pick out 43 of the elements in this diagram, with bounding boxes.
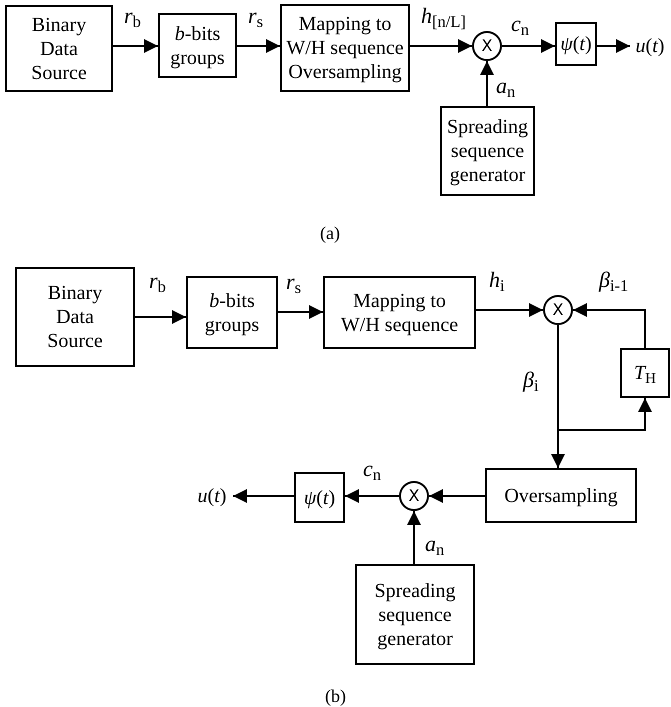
block-text: Mapping to W/H sequence [340,288,460,336]
block-text: Spreading sequence generator [373,578,457,650]
arrow [345,489,399,503]
block-text: T$_{H}$ [634,361,656,385]
arrow [502,39,555,53]
arrow [597,39,630,53]
block-text: ψ(t) [560,32,592,56]
block-text: ψ(t) [304,486,336,510]
arrow [278,305,323,319]
signal-label: u(t) [630,35,670,57]
block-box [323,276,476,349]
block-text: Spreading sequence generator [446,115,530,187]
block-box [620,348,670,398]
block-box [440,106,535,196]
arrow [407,511,421,564]
arrow [113,39,158,53]
block-text: Oversampling [504,484,618,508]
block-box [15,267,135,367]
block-text: b-bits groups [204,288,260,336]
block-box [485,468,637,523]
block-box [294,472,345,523]
block-box [280,4,410,92]
signal-label: u(t) [191,485,233,507]
block-box [5,5,113,92]
block-box [355,564,475,665]
arrow [237,39,280,53]
arrow [480,61,494,106]
arrow [557,325,652,431]
block-text: Binary Data Source [46,281,104,353]
block-text: Mapping to W/H sequence Oversampling [285,12,405,84]
block-text: Binary Data Source [30,12,88,84]
arrow [476,303,543,317]
panel-caption: (a) [320,222,340,244]
arrow [429,489,485,503]
block-box [186,276,278,349]
block-box [555,22,597,66]
arrow [233,489,294,503]
block-box [158,13,237,78]
arrow [573,303,646,348]
block-text: b-bits groups [169,22,226,70]
arrow [410,39,472,53]
panel-caption: (b) [325,685,346,707]
arrow [135,310,186,324]
